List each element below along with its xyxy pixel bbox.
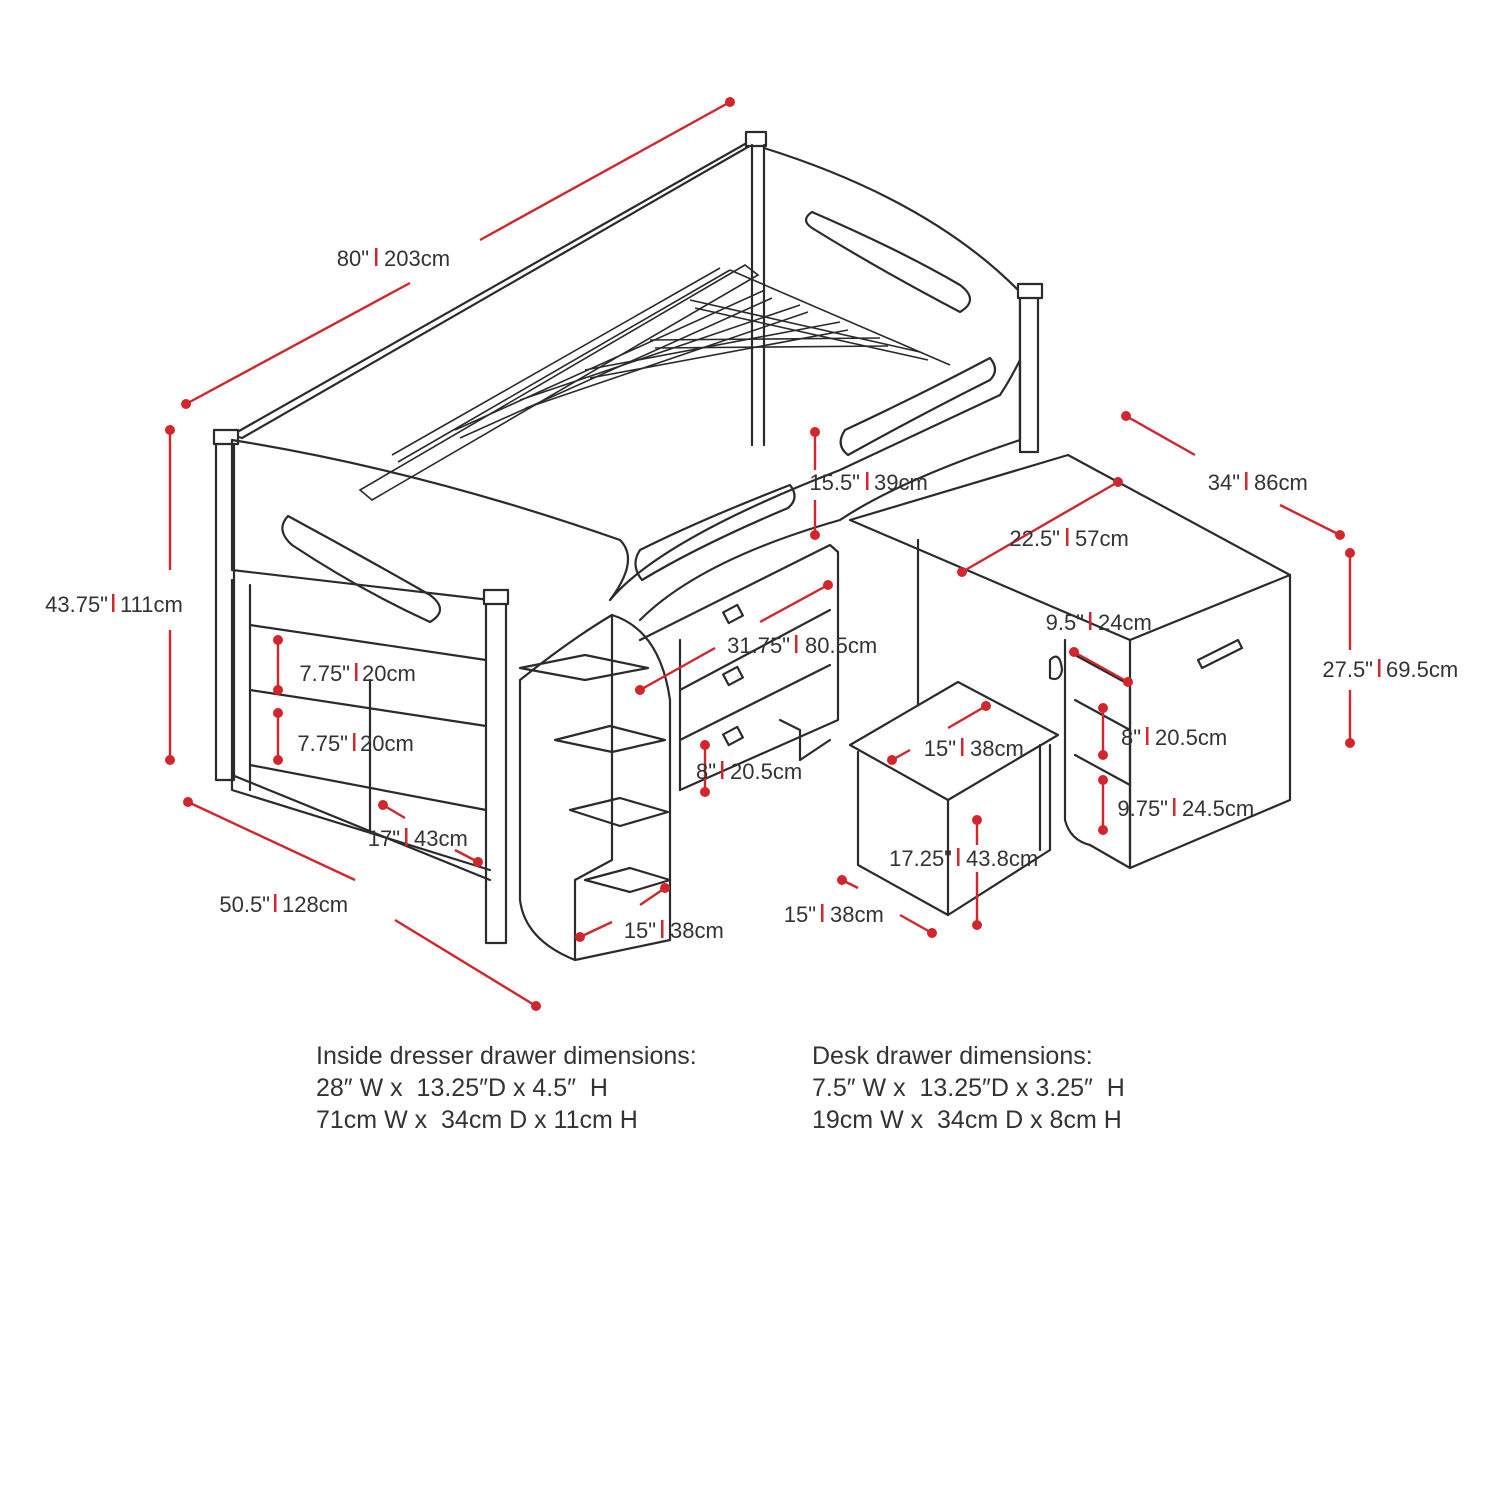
svg-text:8": 8" [1121,725,1141,750]
svg-text:7.75": 7.75" [299,661,350,686]
dim-desk-shelf-2: 9.75" 24.5cm [1117,796,1254,821]
svg-text:22.5": 22.5" [1009,526,1060,551]
svg-text:15": 15" [784,902,816,927]
svg-text:50.5": 50.5" [219,892,270,917]
dim-desk-height: 27.5" 69.5cm [1322,657,1458,682]
dim-dresser-width: 31.75" 80.5cm [727,633,877,658]
svg-text:27.5": 27.5" [1322,657,1373,682]
svg-text:38cm: 38cm [670,918,724,943]
svg-text:128cm: 128cm [282,892,348,917]
svg-text:20cm: 20cm [360,731,414,756]
svg-text:69.5cm: 69.5cm [1386,657,1458,682]
svg-text:43cm: 43cm [414,826,468,851]
svg-text:203cm: 203cm [384,246,450,271]
svg-text:39cm: 39cm [874,470,928,495]
dimension-lines [165,97,1355,1011]
svg-text:57cm: 57cm [1075,526,1129,551]
dim-bookcase-depth: 17" 43cm [368,826,468,851]
desk-notes-title: Desk drawer dimensions: [812,1042,1093,1070]
dim-guard-height: 15.5" 39cm [809,470,927,495]
svg-text:8": 8" [696,759,716,784]
svg-text:31.75": 31.75" [727,633,790,658]
svg-text:9.75": 9.75" [1117,796,1168,821]
dresser-notes-imperial: 28″ W x 13.25″D x 4.5″ H [316,1074,608,1102]
svg-text:17.25": 17.25" [889,846,952,871]
desk-drawer-notes: Desk drawer dimensions: 7.5″ W x 13.25″D… [812,1040,1125,1136]
svg-text:15.5": 15.5" [809,470,860,495]
svg-text:38cm: 38cm [970,736,1024,761]
svg-text:20cm: 20cm [362,661,416,686]
svg-text:20.5cm: 20.5cm [1155,725,1227,750]
dresser-notes-title: Inside dresser drawer dimensions: [316,1042,697,1070]
dimension-labels: 80" 203cm 43.75" 111cm 50.5" 128cm 15.5"… [45,246,1458,943]
dresser-notes-metric: 71cm W x 34cm D x 11cm H [316,1106,638,1134]
svg-text:9.5": 9.5" [1046,610,1084,635]
svg-text:43.75": 43.75" [45,592,108,617]
stool-drawing [848,680,1060,917]
svg-text:80": 80" [337,246,369,271]
svg-text:34": 34" [1208,470,1240,495]
svg-text:24.5cm: 24.5cm [1182,796,1254,821]
dim-bookcase-shelf-2: 7.75" 20cm [297,731,413,756]
loft-bed-drawing [212,130,1044,962]
dim-stool-depth: 15" 38cm [784,902,884,927]
desk-drawing [848,453,1292,870]
desk-notes-imperial: 7.5″ W x 13.25″D x 3.25″ H [812,1074,1125,1102]
dim-desk-depth: 22.5" 57cm [1009,526,1128,551]
svg-text:20.5cm: 20.5cm [730,759,802,784]
dim-bookcase-shelf-1: 7.75" 20cm [299,661,415,686]
svg-text:86cm: 86cm [1254,470,1308,495]
svg-text:24cm: 24cm [1098,610,1152,635]
svg-text:111cm: 111cm [120,592,183,617]
dim-bed-height: 43.75" 111cm [45,592,183,617]
svg-text:43.8cm: 43.8cm [966,846,1038,871]
svg-text:17": 17" [368,826,400,851]
dim-desk-shelf-1: 8" 20.5cm [1121,725,1227,750]
dim-desk-length: 34" 86cm [1208,470,1308,495]
svg-text:15": 15" [624,918,656,943]
dim-bed-width: 50.5" 128cm [219,892,348,917]
svg-text:7.75": 7.75" [297,731,348,756]
svg-text:15": 15" [924,736,956,761]
dim-desk-shelf-width: 9.5" 24cm [1046,610,1152,635]
dim-stool-top: 15" 38cm [924,736,1024,761]
dim-stool-height: 17.25" 43.8cm [889,846,1038,871]
dim-stairs-width: 15" 38cm [624,918,724,943]
svg-text:80.5cm: 80.5cm [805,633,877,658]
dim-bed-length: 80" 203cm [337,246,450,271]
desk-notes-metric: 19cm W x 34cm D x 8cm H [812,1106,1122,1134]
svg-text:38cm: 38cm [830,902,884,927]
dim-dresser-drawer: 8" 20.5cm [696,759,802,784]
dresser-drawer-notes: Inside dresser drawer dimensions: 28″ W … [316,1040,697,1136]
